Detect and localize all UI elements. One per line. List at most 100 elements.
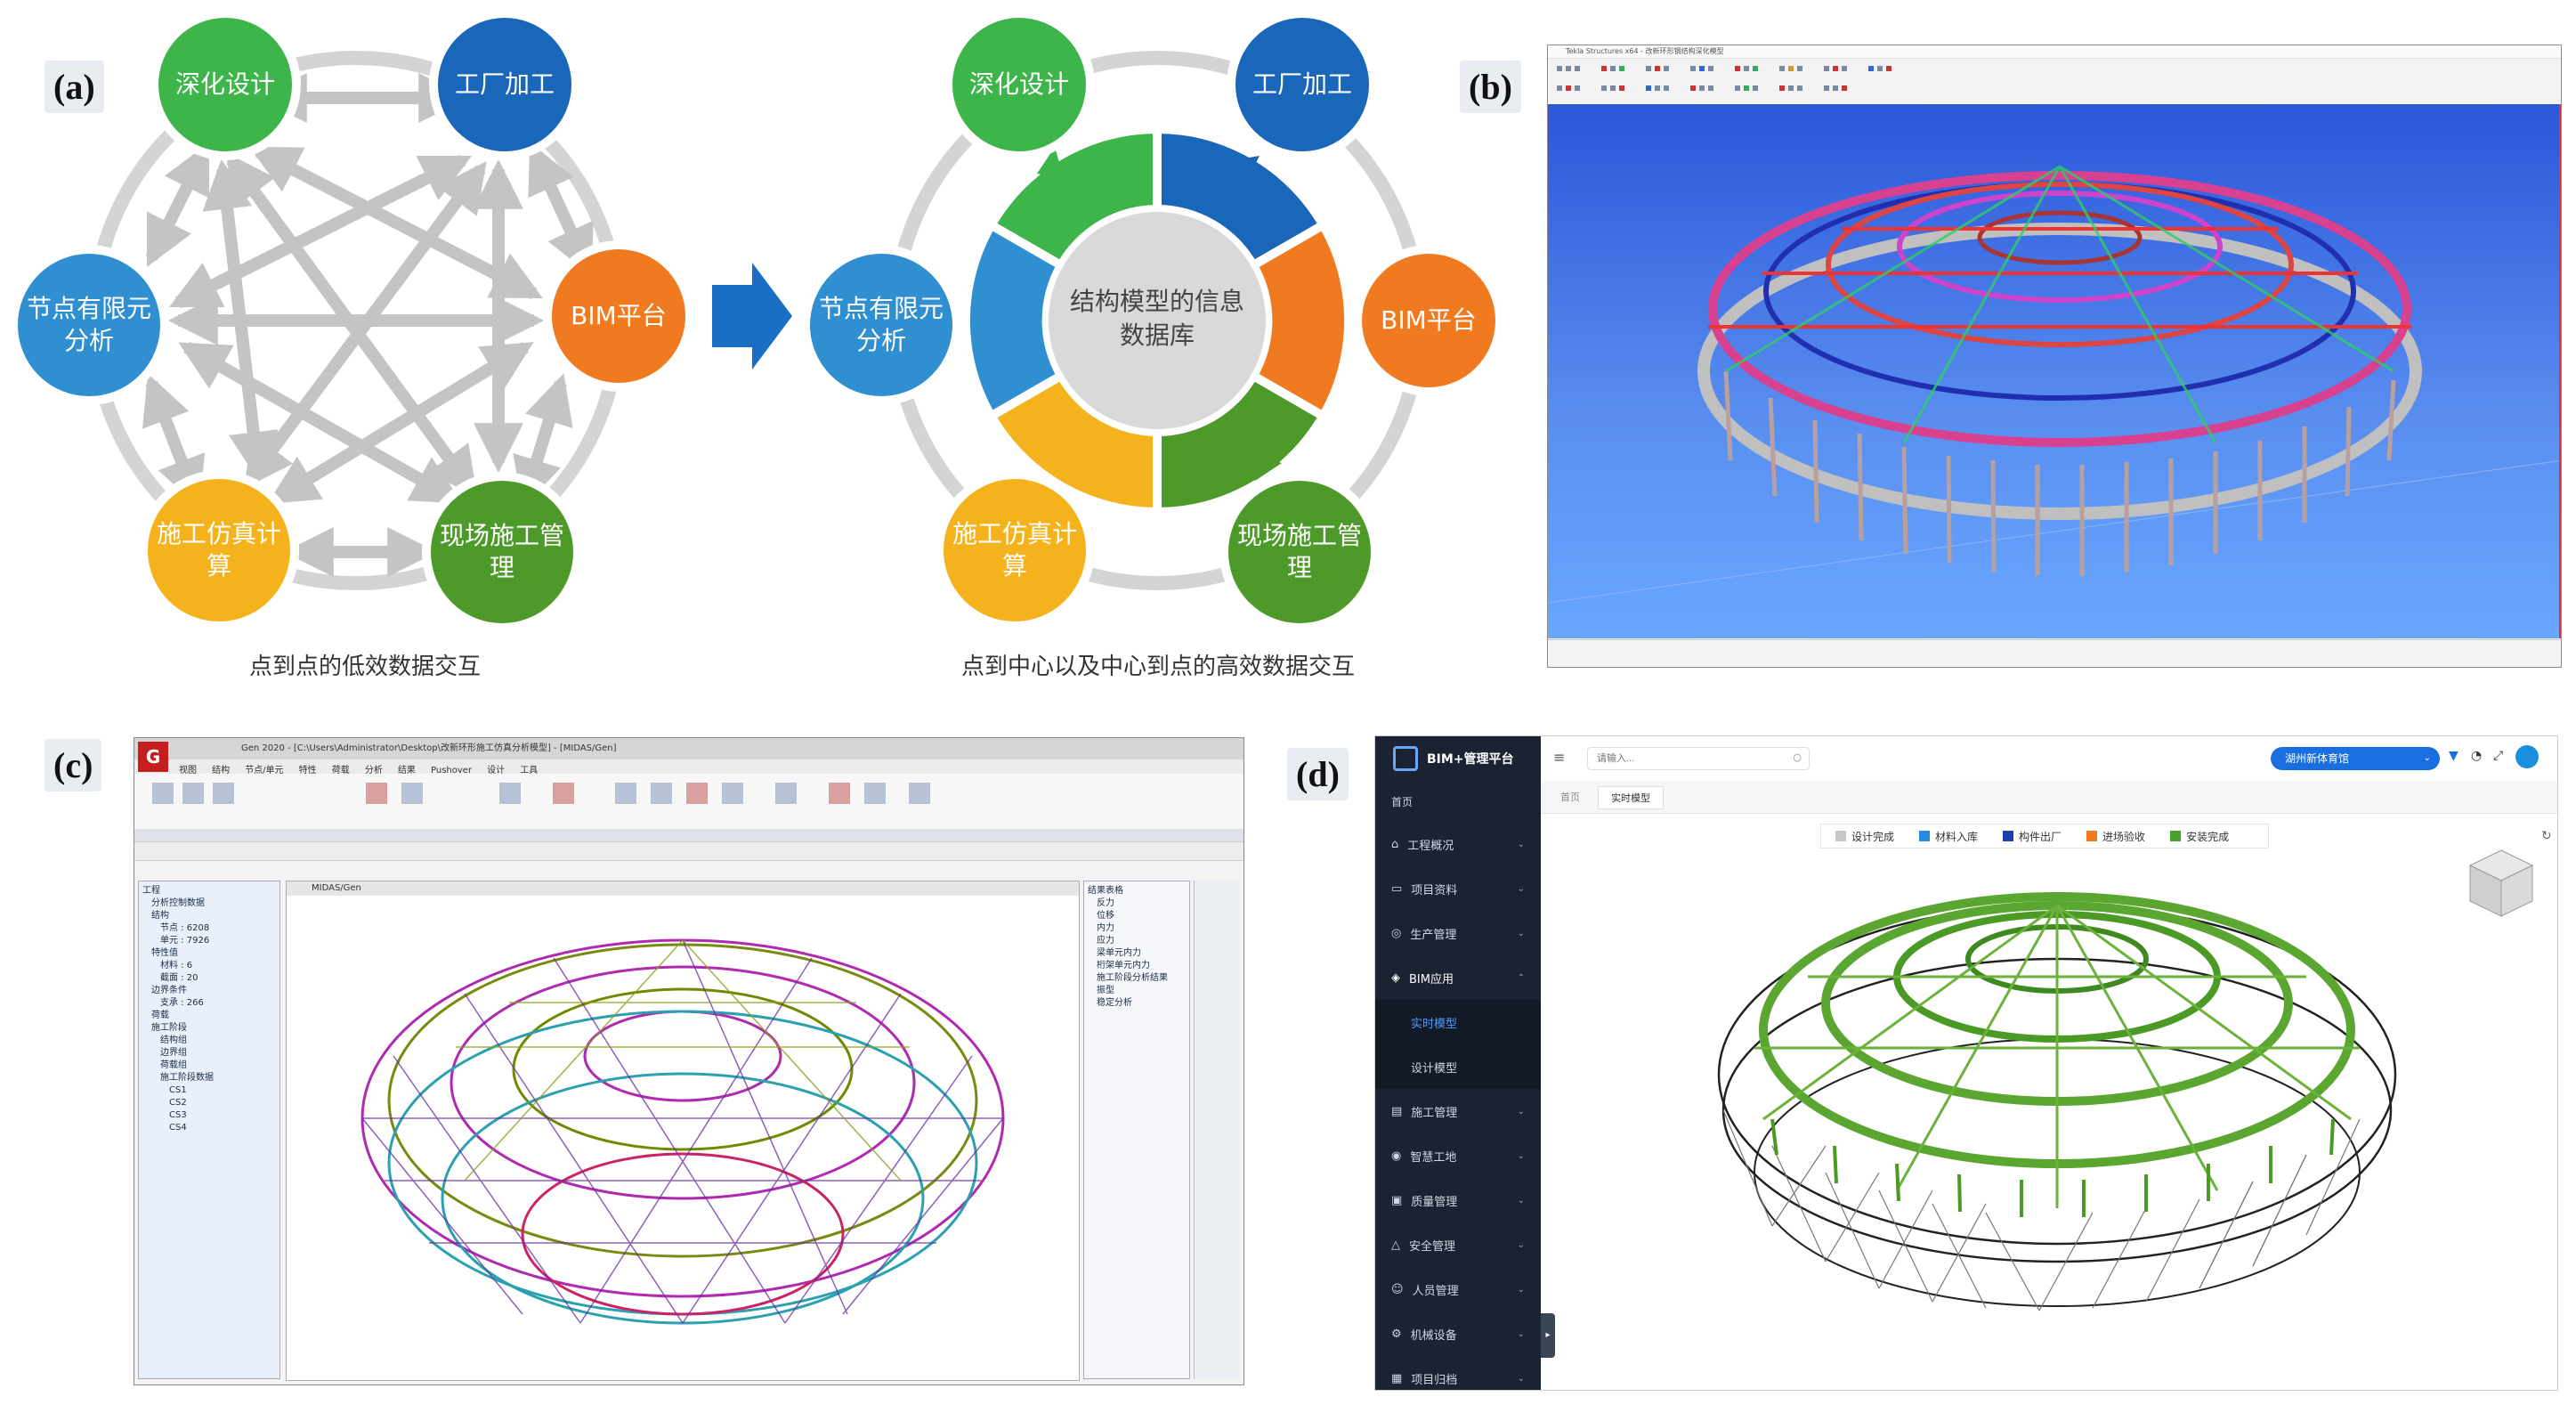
ribbon-tab[interactable]: 设计 xyxy=(487,766,506,775)
ribbon-tab[interactable]: 工具 xyxy=(520,766,539,775)
results-item[interactable]: 梁单元内力 xyxy=(1097,948,1141,958)
ribbon-tab[interactable]: 节点/单元 xyxy=(245,766,284,775)
tree-item[interactable]: 边界组 xyxy=(160,1048,187,1058)
tree-item[interactable]: 荷载 xyxy=(151,1011,169,1020)
results-item[interactable]: 稳定分析 xyxy=(1097,998,1132,1008)
tree-item[interactable]: 施工阶段 xyxy=(151,1023,187,1033)
sidebar-item-design-model[interactable]: 设计模型 xyxy=(1411,1061,1458,1076)
menu-toggle-icon[interactable]: ≡ xyxy=(1553,749,1566,766)
tree-item[interactable]: 荷载组 xyxy=(160,1060,187,1070)
results-item[interactable]: 振型 xyxy=(1097,986,1114,995)
midas-results-panel[interactable]: 结果表格 反力 位移 内力 应力 梁单元内力 桁架单元内力 施工阶段分析结果 振… xyxy=(1083,881,1190,1379)
sidebar-home[interactable]: 首页 xyxy=(1391,795,1414,808)
reset-view-icon[interactable]: ↻ xyxy=(2541,829,2552,843)
panel-label-d: (d) xyxy=(1287,748,1349,800)
midas-dome-model xyxy=(360,938,1005,1325)
filter-icon[interactable]: ▼ xyxy=(2449,749,2459,763)
view-cube-icon[interactable] xyxy=(2461,843,2541,923)
midas-logo-icon[interactable]: G xyxy=(138,742,168,772)
tree-item[interactable]: 支承 : 266 xyxy=(160,998,204,1008)
tab-home[interactable]: 首页 xyxy=(1560,792,1580,803)
panel-label-a: (a) xyxy=(45,61,104,113)
tree-item[interactable]: 节点 : 6208 xyxy=(160,923,210,933)
sidebar-item-equipment[interactable]: ⚙机械设备⌄ xyxy=(1391,1327,1525,1343)
sidebar-item-personnel[interactable]: ☺人员管理⌄ xyxy=(1391,1282,1525,1298)
tree-item[interactable]: 结构 xyxy=(151,911,169,921)
avatar[interactable] xyxy=(2515,745,2539,768)
ribbon-tab[interactable]: 荷载 xyxy=(331,766,350,775)
legend-item[interactable]: 安装完成 xyxy=(2170,829,2229,844)
hub-node-construction-simulation: 施工仿真计算 xyxy=(935,470,1095,630)
hub-node-bim-platform: BIM平台 xyxy=(1353,245,1504,396)
search-zoom-icon[interactable]: ◔ xyxy=(2471,749,2483,763)
sidebar-item-archive[interactable]: ▦项目归档⌄ xyxy=(1391,1371,1525,1387)
tree-item[interactable]: 结构组 xyxy=(160,1035,187,1045)
tree-item[interactable]: CS4 xyxy=(169,1123,187,1133)
results-item[interactable]: 位移 xyxy=(1097,911,1114,921)
hub-arrowheads xyxy=(984,147,1335,485)
results-item[interactable]: 应力 xyxy=(1097,936,1114,946)
ribbon-tab[interactable]: Pushover xyxy=(431,766,473,775)
bim-dome-model[interactable] xyxy=(1541,852,2558,1386)
tree-item[interactable]: CS3 xyxy=(169,1110,187,1120)
sidebar-item-smart-site[interactable]: ◉智慧工地⌄ xyxy=(1391,1149,1525,1165)
legend-item[interactable]: 进场验收 xyxy=(2086,829,2145,844)
midas-model-view[interactable]: MIDAS/Gen xyxy=(286,881,1080,1381)
midas-title-bar: Gen 2020 - [C:\Users\Administrator\Deskt… xyxy=(134,738,1243,759)
midas-ribbon-tabs[interactable]: 视图 结构 节点/单元 特性 荷载 分析 结果 Pushover 设计 工具 xyxy=(134,759,1243,775)
sidebar-item-bim[interactable]: ◈BIM应用⌃ xyxy=(1391,970,1525,987)
tree-item[interactable]: CS2 xyxy=(169,1098,187,1108)
sidebar-item-production[interactable]: ◎生产管理⌄ xyxy=(1391,926,1525,942)
ribbon-tab[interactable]: 特性 xyxy=(298,766,317,775)
search-input[interactable] xyxy=(1595,752,1777,765)
midas-side-toolbar[interactable] xyxy=(1194,881,1239,1379)
p2p-caption: 点到点的低效数据交互 xyxy=(249,654,482,680)
tree-item[interactable]: 材料 : 6 xyxy=(160,961,193,970)
node-factory-processing: 工厂加工 xyxy=(429,9,580,160)
hub-node-factory-processing: 工厂加工 xyxy=(1227,9,1378,160)
sidebar-item-documents[interactable]: ▭项目资料⌄ xyxy=(1391,881,1525,897)
results-item[interactable]: 内力 xyxy=(1097,923,1114,933)
sidebar-item-live-model[interactable]: 实时模型 xyxy=(1411,1017,1458,1031)
sidebar-collapse-handle[interactable]: ▸ xyxy=(1541,1313,1555,1358)
ribbon-tab[interactable]: 视图 xyxy=(179,766,197,775)
sidebar-item-quality[interactable]: ▣质量管理⌄ xyxy=(1391,1193,1525,1209)
ribbon-tab[interactable]: 分析 xyxy=(364,766,383,775)
project-select[interactable]: 湖州新体育馆 ⌄ xyxy=(2271,747,2440,770)
midas-window: Gen 2020 - [C:\Users\Administrator\Deskt… xyxy=(134,737,1244,1385)
search-box[interactable]: ○ xyxy=(1587,747,1810,770)
tree-item[interactable]: 边界条件 xyxy=(151,986,187,995)
midas-ribbon[interactable] xyxy=(134,774,1243,842)
legend-item[interactable]: 材料入库 xyxy=(1919,829,1978,844)
tree-item[interactable]: 施工阶段数据 xyxy=(160,1073,214,1083)
tree-item[interactable]: 工程 xyxy=(142,886,160,896)
midas-tree-panel[interactable]: 工程 分析控制数据 结构 节点 : 6208 单元 : 7926 特性值 材料 … xyxy=(138,881,280,1379)
tree-item[interactable]: 单元 : 7926 xyxy=(160,936,210,946)
hub-ring xyxy=(969,129,1345,512)
legend-item[interactable]: 设计完成 xyxy=(1835,829,1894,844)
results-item[interactable]: 结果表格 xyxy=(1088,886,1123,896)
tree-item[interactable]: CS1 xyxy=(169,1085,187,1095)
bim-tab-bar: 首页 实时模型 xyxy=(1541,781,2557,814)
bim-sidebar: BIM+管理平台 首页 ⌂工程概况⌄ ▭项目资料⌄ ◎生产管理⌄ ◈BIM应用⌃… xyxy=(1375,736,1541,1390)
tree-item[interactable]: 截面 : 20 xyxy=(160,973,198,983)
search-icon[interactable]: ○ xyxy=(1793,751,1802,763)
sidebar-item-construction[interactable]: ▤施工管理⌄ xyxy=(1391,1104,1525,1120)
tree-item[interactable]: 特性值 xyxy=(151,948,178,958)
ribbon-tab[interactable]: 结果 xyxy=(397,766,416,775)
midas-quick-toolbar[interactable] xyxy=(134,842,1243,861)
ribbon-tab[interactable]: 结构 xyxy=(212,766,231,775)
midas-view-tab[interactable]: MIDAS/Gen xyxy=(287,881,1079,896)
tekla-toolbar[interactable] xyxy=(1548,59,2561,106)
tab-live-model[interactable]: 实时模型 xyxy=(1598,786,1664,809)
sidebar-item-overview[interactable]: ⌂工程概况⌄ xyxy=(1391,837,1525,853)
results-item[interactable]: 桁架单元内力 xyxy=(1097,961,1150,970)
results-item[interactable]: 施工阶段分析结果 xyxy=(1097,973,1168,983)
tree-item[interactable]: 分析控制数据 xyxy=(151,898,205,908)
results-item[interactable]: 反力 xyxy=(1097,898,1114,908)
sidebar-item-safety[interactable]: △安全管理⌄ xyxy=(1391,1238,1525,1254)
fullscreen-icon[interactable]: ⤢ xyxy=(2493,749,2504,763)
hub-node-fea-analysis: 节点有限元分析 xyxy=(801,245,961,405)
legend-item[interactable]: 构件出厂 xyxy=(2003,829,2062,844)
tekla-3d-viewport[interactable] xyxy=(1548,104,2561,638)
